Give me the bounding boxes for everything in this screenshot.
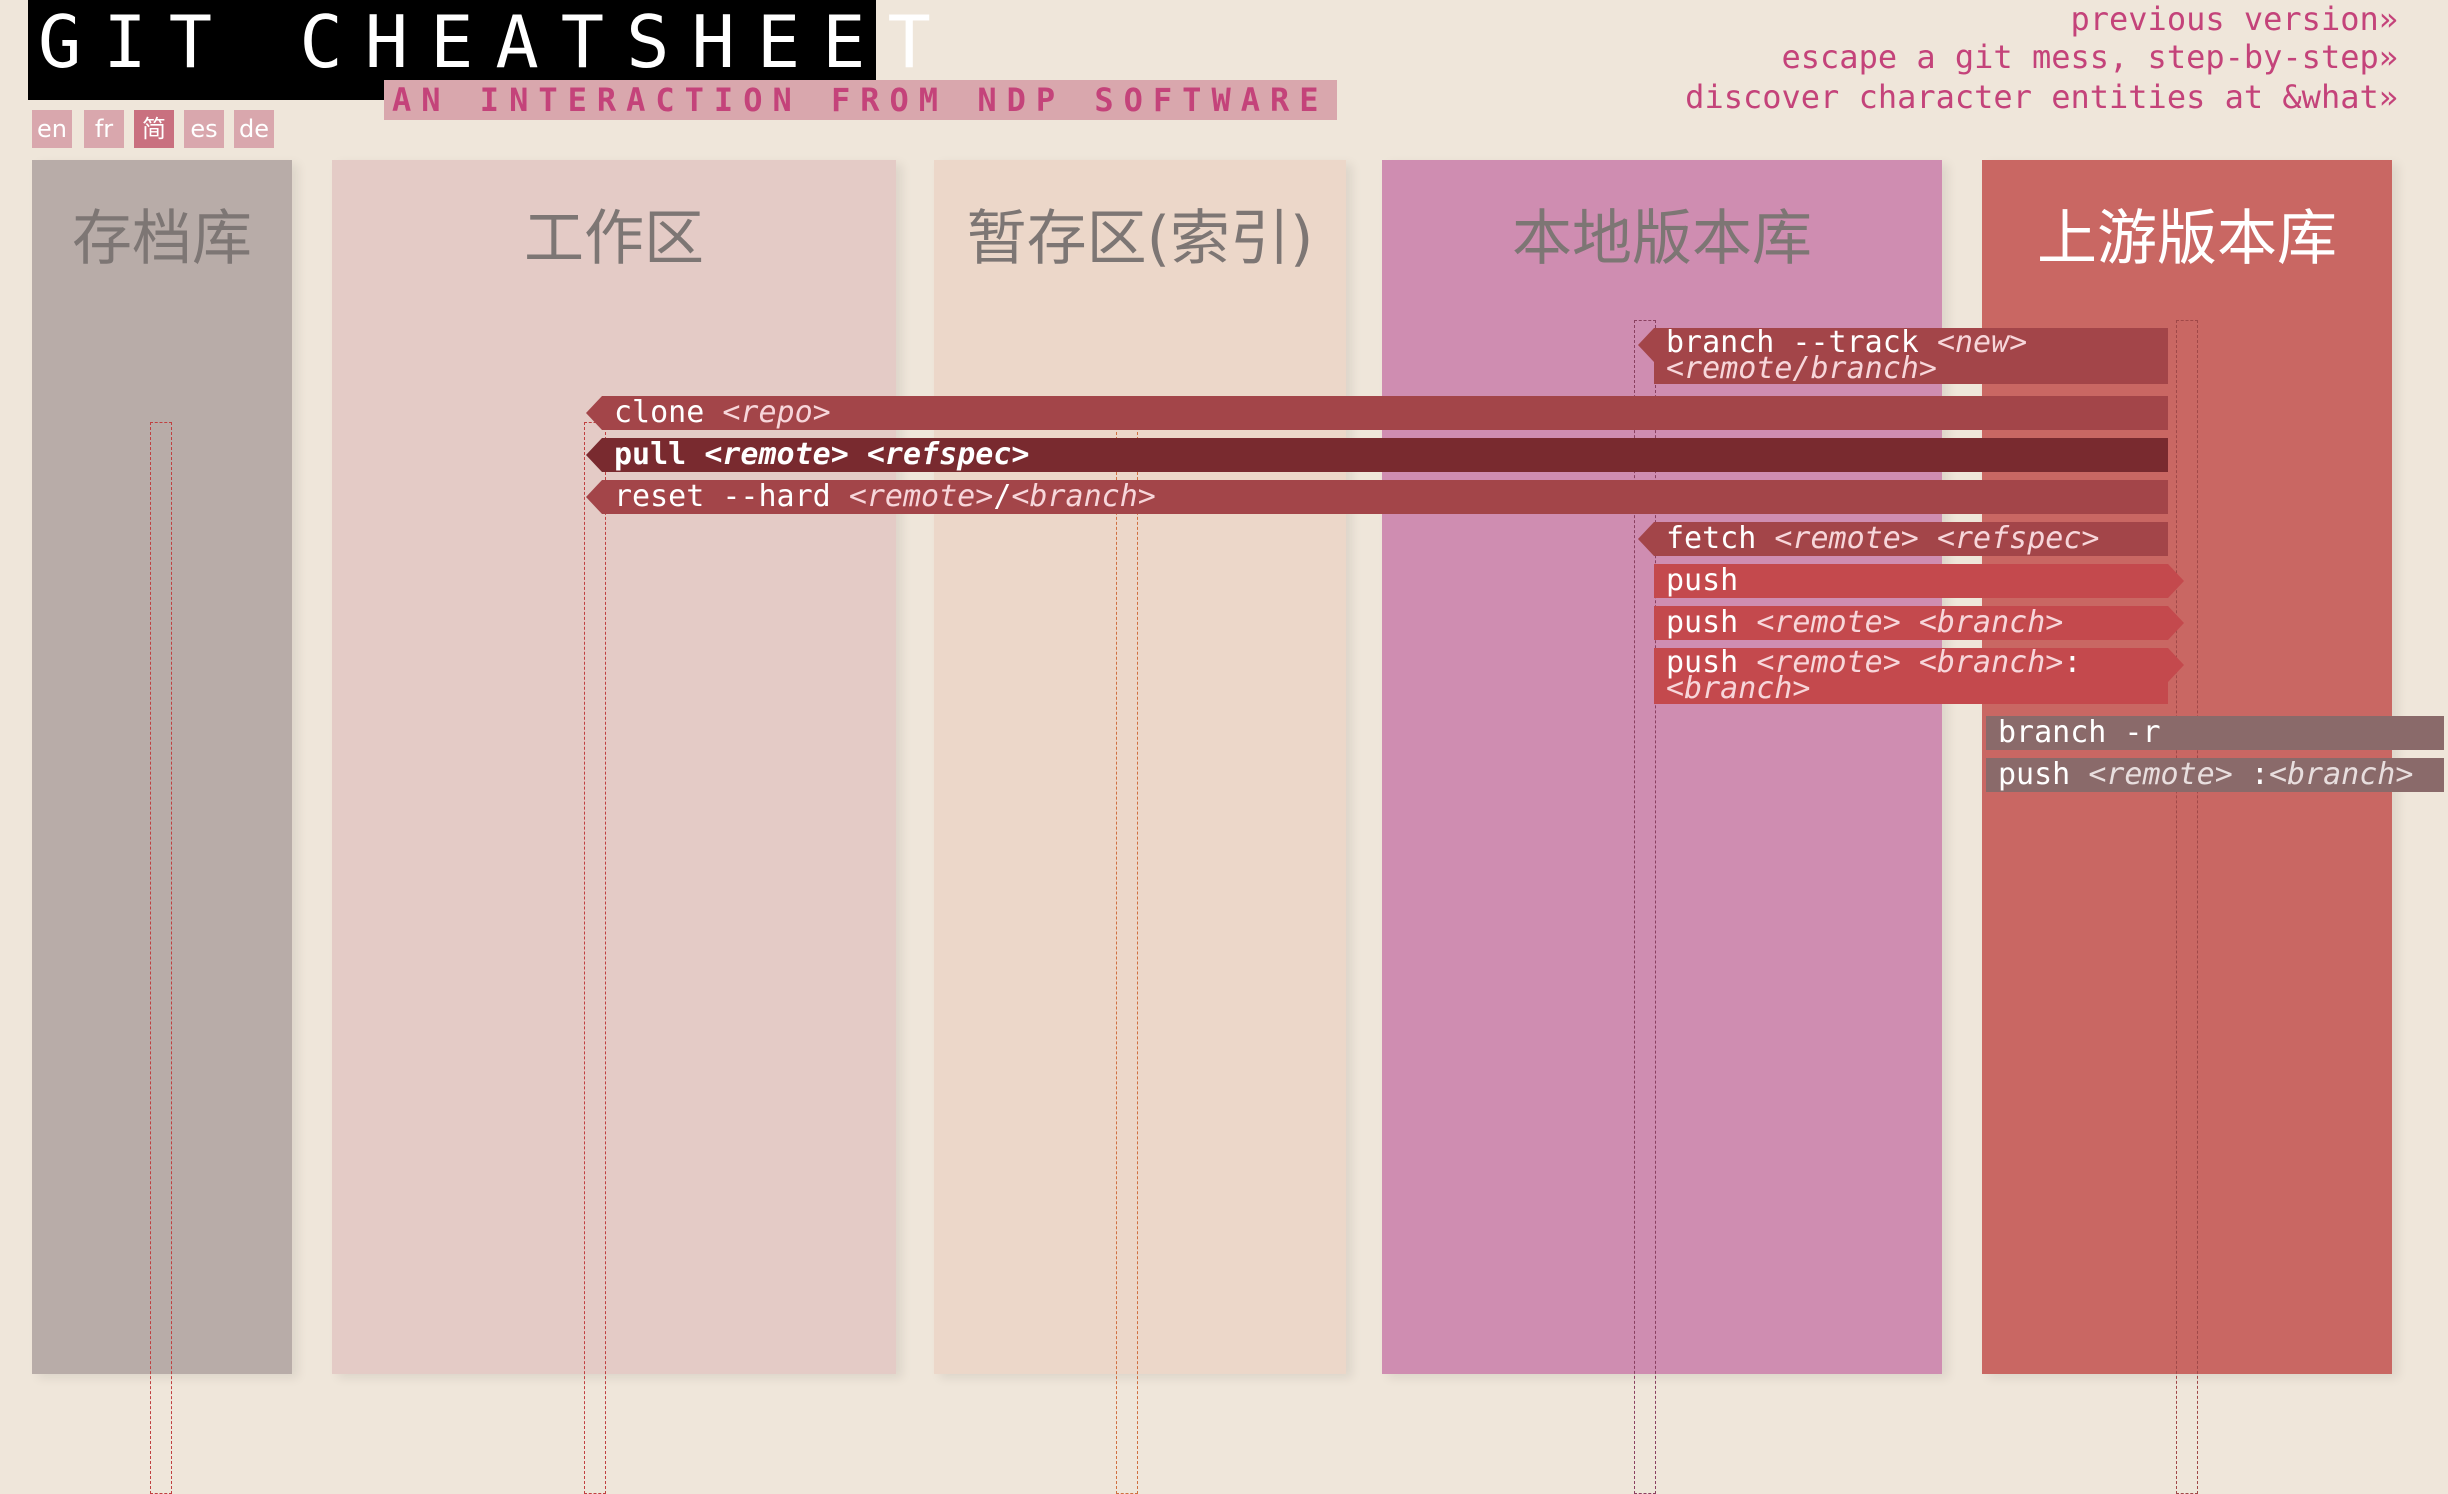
cmd-arg: <refspec> — [1936, 521, 2100, 556]
lang-es-button[interactable]: es — [184, 110, 224, 148]
character-entities-link[interactable]: discover character entities at &what» — [1685, 78, 2398, 116]
lang-fr-button[interactable]: fr — [84, 110, 124, 148]
cmd-text: push — [1666, 563, 1739, 598]
cmd-sep: : — [2063, 645, 2082, 680]
cmd-arg: <remote> — [2088, 757, 2233, 792]
page-subtitle: AN INTERACTION FROM NDP SOFTWARE — [384, 80, 1337, 120]
lifeline-upstream-repository — [2176, 320, 2198, 1494]
cmd-push-delete[interactable]: push <remote> :<branch> — [1986, 758, 2444, 792]
cmd-push-remote-branch-branch[interactable]: push <remote> <branch>: <branch> — [1654, 645, 2184, 706]
column-title-stash: 存档库 — [72, 204, 252, 274]
cmd-clone[interactable]: clone <repo> — [586, 395, 2168, 430]
cmd-branch-r[interactable]: branch -r — [1986, 716, 2444, 750]
cmd-arg: <remote> — [1756, 605, 1901, 640]
lifeline-workspace — [584, 422, 606, 1494]
cmd-sep: / — [993, 479, 1012, 514]
cmd-text: push — [1998, 757, 2089, 792]
cmd-arg: <remote/branch> — [1666, 351, 1937, 386]
cmd-text: branch --track — [1666, 325, 1937, 360]
cmd-push[interactable]: push — [1654, 563, 2184, 598]
cmd-push-remote-branch[interactable]: push <remote> <branch> — [1654, 605, 2184, 640]
lang-en-button[interactable]: en — [32, 110, 72, 148]
column-title-local-repository: 本地版本库 — [1512, 204, 1812, 274]
cmd-arg: <remote> — [848, 479, 994, 514]
cmd-pull[interactable]: pull <remote> <refspec> — [586, 437, 2168, 472]
cmd-fetch[interactable]: fetch <remote> <refspec> — [1638, 521, 2168, 556]
column-index[interactable]: 暂存区(索引) — [934, 160, 1346, 1494]
cmd-arg: <branch> — [1918, 645, 2064, 680]
cmd-arg: <branch> — [2268, 757, 2414, 792]
cmd-arg: <new> — [1936, 325, 2028, 360]
column-title-index: 暂存区(索引) — [966, 204, 1314, 274]
cmd-arg: <branch> — [1918, 605, 2064, 640]
cmd-text: clone — [614, 395, 723, 430]
lifeline-stash — [150, 422, 172, 1494]
cmd-arg: <remote> — [704, 437, 849, 472]
cmd-text: push — [1666, 605, 1757, 640]
lang-de-button[interactable]: de — [234, 110, 274, 148]
cmd-branch-track[interactable]: branch --track <new> <remote/branch> — [1638, 325, 2168, 386]
cmd-reset-hard[interactable]: reset --hard <remote>/<branch> — [586, 479, 2168, 514]
cmd-arg: <branch> — [1666, 671, 1811, 706]
cmd-text: branch -r — [1998, 715, 2161, 750]
cmd-text: reset --hard — [614, 479, 849, 514]
cmd-arg: <repo> — [722, 395, 831, 430]
cmd-arg: <remote> — [1756, 645, 1901, 680]
lifeline-index — [1116, 422, 1138, 1494]
previous-version-link[interactable]: previous version» — [2070, 0, 2398, 38]
column-workspace[interactable]: 工作区 — [332, 160, 896, 1494]
cmd-text: pull — [614, 437, 705, 472]
cmd-arg: <remote> — [1774, 521, 1919, 556]
lang-zh-button[interactable]: 简 — [134, 110, 174, 148]
escape-git-mess-link[interactable]: escape a git mess, step-by-step» — [1781, 38, 2399, 76]
cmd-text: push — [1666, 645, 1757, 680]
column-title-workspace: 工作区 — [524, 204, 704, 274]
cmd-arg: <branch> — [1011, 479, 1156, 514]
cmd-sep: : — [2232, 757, 2269, 792]
page-title: GIT CHEATSHEET — [38, 0, 953, 84]
cmd-arg: <refspec> — [866, 437, 1030, 472]
column-title-upstream-repository: 上游版本库 — [2037, 204, 2337, 274]
cmd-text: fetch — [1666, 521, 1775, 556]
column-stash[interactable]: 存档库 — [32, 160, 292, 1494]
